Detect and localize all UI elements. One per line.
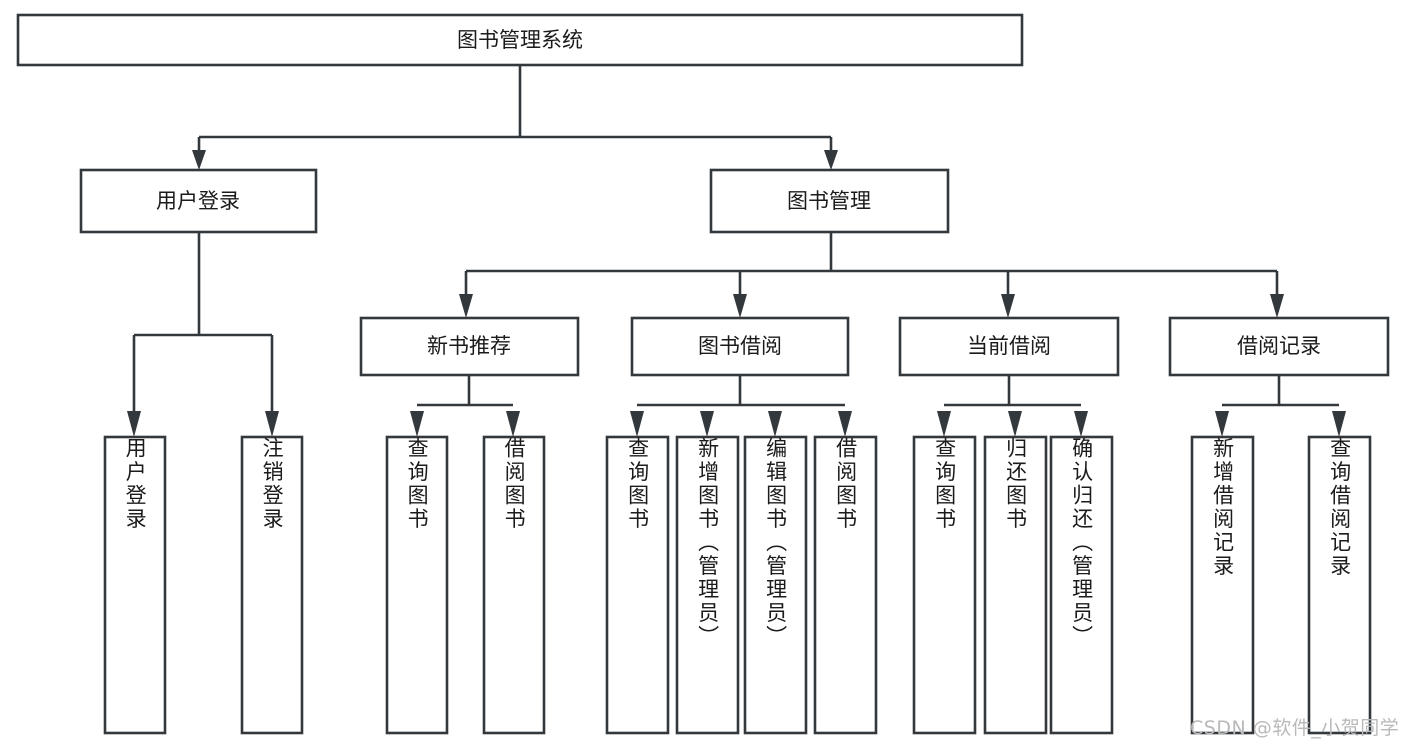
arrow-root-to-user-login <box>192 150 206 170</box>
arrow-currentborrow-leaf-2 <box>1008 411 1022 437</box>
node-current-borrow-label: 当前借阅 <box>967 334 1051 358</box>
arrow-bookborrow-leaf-2 <box>700 411 714 437</box>
watermark-text: CSDN @软件_小贺同学 <box>1190 717 1400 739</box>
connector-group <box>127 65 1346 437</box>
leaf-box-borrow-record-2[interactable] <box>1307 435 1372 735</box>
leaf-box-current-borrow-1[interactable] <box>912 435 977 735</box>
arrow-userlogin-leaf-1 <box>127 411 141 437</box>
node-borrow-record-box[interactable] <box>1168 316 1390 377</box>
arrow-newbook-leaf-2 <box>506 411 520 437</box>
leaf-box-new-book-1[interactable] <box>385 435 449 735</box>
leaf-box-user-login-2[interactable] <box>240 435 304 735</box>
arrow-currentborrow-leaf-3 <box>1074 411 1088 437</box>
node-root[interactable]: 图书管理系统 <box>16 13 1024 67</box>
node-borrow-record[interactable]: 借阅记录 <box>1168 316 1390 377</box>
arrow-borrowrecord-leaf-1 <box>1215 411 1229 437</box>
node-new-book-recommend-label: 新书推荐 <box>427 334 511 358</box>
node-current-borrow[interactable]: 当前借阅 <box>898 316 1120 377</box>
arrow-bookborrow-leaf-1 <box>630 411 644 437</box>
arrow-to-book-borrow <box>733 294 747 318</box>
leaf-box-borrow-record-1[interactable] <box>1190 435 1255 735</box>
node-root-box[interactable] <box>16 13 1024 67</box>
node-new-book-recommend-box[interactable] <box>359 316 580 377</box>
leaf-box-current-borrow-2[interactable] <box>983 435 1048 735</box>
arrow-newbook-leaf-1 <box>410 411 424 437</box>
leaf-box-current-borrow-3[interactable] <box>1049 435 1114 735</box>
leaf-box-book-borrow-2[interactable] <box>675 435 740 735</box>
node-book-borrow-label: 图书借阅 <box>698 334 782 358</box>
arrow-root-to-book-manage <box>824 150 838 170</box>
leaf-box-new-book-2[interactable] <box>482 435 546 735</box>
arrow-to-current-borrow <box>1001 294 1015 318</box>
arrow-bookborrow-leaf-3 <box>768 411 782 437</box>
node-user-login-box[interactable] <box>79 168 318 234</box>
node-user-login[interactable]: 用户登录 <box>79 168 318 234</box>
arrow-to-new-book-recommend <box>459 294 473 318</box>
arrow-currentborrow-leaf-1 <box>937 411 951 437</box>
arrow-borrowrecord-leaf-2 <box>1332 411 1346 437</box>
arrow-userlogin-leaf-2 <box>265 411 279 437</box>
node-book-borrow[interactable]: 图书借阅 <box>630 316 850 377</box>
leaf-box-book-borrow-4[interactable] <box>813 435 878 735</box>
node-user-login-label: 用户登录 <box>156 189 240 213</box>
node-new-book-recommend[interactable]: 新书推荐 <box>359 316 580 377</box>
node-book-borrow-box[interactable] <box>630 316 850 377</box>
node-book-manage-label: 图书管理 <box>787 189 871 213</box>
leaf-box-user-login-1[interactable] <box>103 435 167 735</box>
leaf-box-book-borrow-3[interactable] <box>743 435 808 735</box>
node-root-label: 图书管理系统 <box>457 28 583 52</box>
arrow-bookborrow-leaf-4 <box>838 411 852 437</box>
node-book-manage[interactable]: 图书管理 <box>709 168 950 234</box>
node-current-borrow-box[interactable] <box>898 316 1120 377</box>
node-borrow-record-label: 借阅记录 <box>1237 334 1321 358</box>
leaf-box-book-borrow-1[interactable] <box>605 435 670 735</box>
node-book-manage-box[interactable] <box>709 168 950 234</box>
arrow-to-borrow-record <box>1270 294 1284 318</box>
